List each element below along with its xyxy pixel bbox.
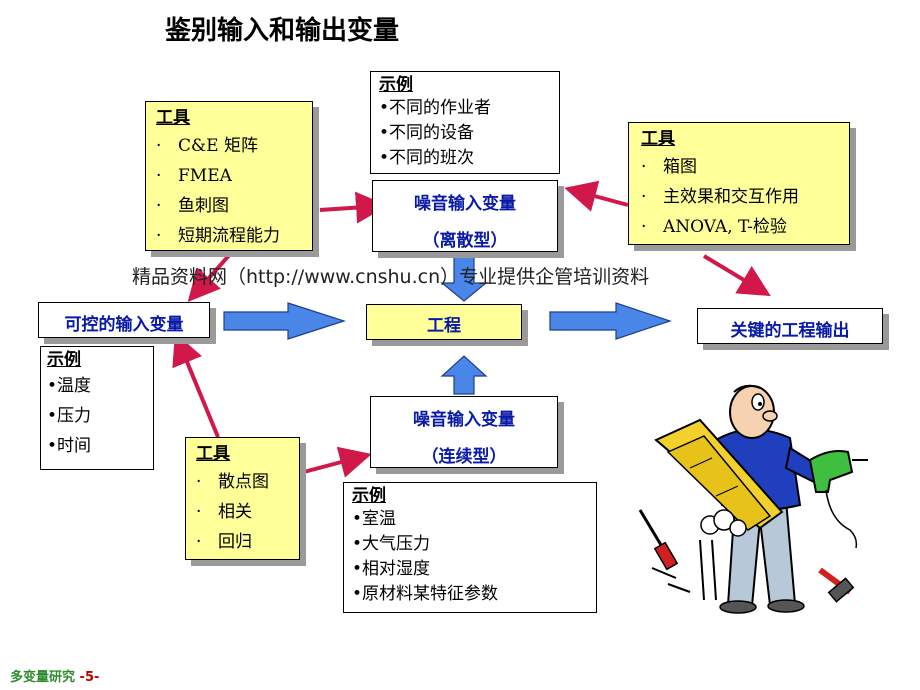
key-output-box: 关键的工程输出 xyxy=(697,308,883,344)
controllable-input-box: 可控的输入变量 xyxy=(38,302,210,338)
examples-box-discrete: 示例 •不同的作业者 •不同的设备 •不同的班次 xyxy=(370,71,560,174)
noise-input-discrete-box: 噪音输入变量 （离散型） xyxy=(372,180,558,252)
noise-discrete-type: （离散型） xyxy=(422,231,508,251)
list-item: •不同的作业者 xyxy=(379,98,492,118)
list-item: ·鱼刺图 xyxy=(156,196,229,216)
tools-box-continuous-analysis: 工具 ·散点图 ·相关 ·回归 xyxy=(185,437,300,560)
list-item: •大气压力 xyxy=(352,534,431,554)
list-item: ·散点图 xyxy=(196,472,269,492)
list-item: •压力 xyxy=(47,406,92,426)
list-item: ·C&E 矩阵 xyxy=(156,136,258,156)
flow-arrow-process-to-output xyxy=(549,302,672,340)
flow-arrow-noise-discrete-down xyxy=(440,254,488,302)
page-number: -5- xyxy=(79,670,100,685)
list-item: ·主效果和交互作用 xyxy=(641,187,799,207)
connector-bottom-tools-to-noise xyxy=(299,446,372,478)
examples-heading: 示例 xyxy=(47,350,81,370)
tools-list: ·箱图 ·主效果和交互作用 ·ANOVA, T-检验 xyxy=(641,152,849,242)
key-output-label: 关键的工程输出 xyxy=(730,321,850,341)
tools-list: ·散点图 ·相关 ·回归 xyxy=(196,467,299,557)
watermark-text: 精品资料网（http://www.cnshu.cn）专业提供企管培训资料 xyxy=(132,266,650,288)
examples-list: •温度 •压力 •时间 xyxy=(47,371,153,461)
examples-box-continuous: 示例 •室温 •大气压力 •相对湿度 •原材料某特征参数 xyxy=(343,482,597,613)
examples-list: •室温 •大气压力 •相对湿度 •原材料某特征参数 xyxy=(352,507,596,607)
list-item: ·回归 xyxy=(196,532,252,552)
tools-heading: 工具 xyxy=(641,129,675,149)
list-item: •原材料某特征参数 xyxy=(352,584,499,604)
list-item: •不同的班次 xyxy=(379,148,475,168)
tools-box-output-analysis: 工具 ·箱图 ·主效果和交互作用 ·ANOVA, T-检验 xyxy=(628,122,850,245)
list-item: •时间 xyxy=(47,436,92,456)
connector-bottom-tools-to-controllable xyxy=(172,332,220,438)
examples-list: •不同的作业者 •不同的设备 •不同的班次 xyxy=(379,96,559,171)
connector-right-tools-to-output xyxy=(702,254,771,297)
list-item: ·短期流程能力 xyxy=(156,226,280,246)
list-item: •温度 xyxy=(47,376,92,396)
list-item: ·ANOVA, T-检验 xyxy=(641,217,787,237)
list-item: •室温 xyxy=(352,509,397,529)
flow-arrow-controllable-to-process xyxy=(223,302,346,340)
connector-right-tools-to-noise xyxy=(564,180,629,212)
list-item: ·FMEA xyxy=(156,166,232,186)
connector-tools-to-noise-discrete xyxy=(319,191,388,224)
tools-heading: 工具 xyxy=(156,108,190,128)
noise-input-continuous-box: 噪音输入变量 （连续型） xyxy=(370,396,558,468)
flow-arrow-noise-continuous-up xyxy=(440,355,488,395)
list-item: •相对湿度 xyxy=(352,559,431,579)
noise-discrete-label: 噪音输入变量 xyxy=(414,194,516,214)
examples-box-controllable: 示例 •温度 •压力 •时间 xyxy=(40,346,154,470)
list-item: ·相关 xyxy=(196,502,252,522)
list-item: ·箱图 xyxy=(641,157,697,177)
process-label: 工程 xyxy=(427,316,461,336)
tools-box-input-analysis: 工具 ·C&E 矩阵 ·FMEA ·鱼刺图 ·短期流程能力 xyxy=(145,101,313,251)
list-item: •不同的设备 xyxy=(379,123,475,143)
noise-continuous-type: （连续型） xyxy=(421,447,507,467)
process-box: 工程 xyxy=(366,304,522,340)
noise-continuous-label: 噪音输入变量 xyxy=(413,410,515,430)
tools-list: ·C&E 矩阵 ·FMEA ·鱼刺图 ·短期流程能力 xyxy=(156,131,312,251)
footer: 多变量研究 -5- xyxy=(10,666,99,685)
tools-heading: 工具 xyxy=(196,444,230,464)
connector-tools-to-controllable xyxy=(187,250,234,302)
controllable-input-label: 可控的输入变量 xyxy=(64,315,184,335)
examples-heading: 示例 xyxy=(379,75,413,95)
footer-label: 多变量研究 xyxy=(10,670,76,685)
examples-heading: 示例 xyxy=(352,486,386,506)
page-title: 鉴别输入和输出变量 xyxy=(165,16,400,46)
